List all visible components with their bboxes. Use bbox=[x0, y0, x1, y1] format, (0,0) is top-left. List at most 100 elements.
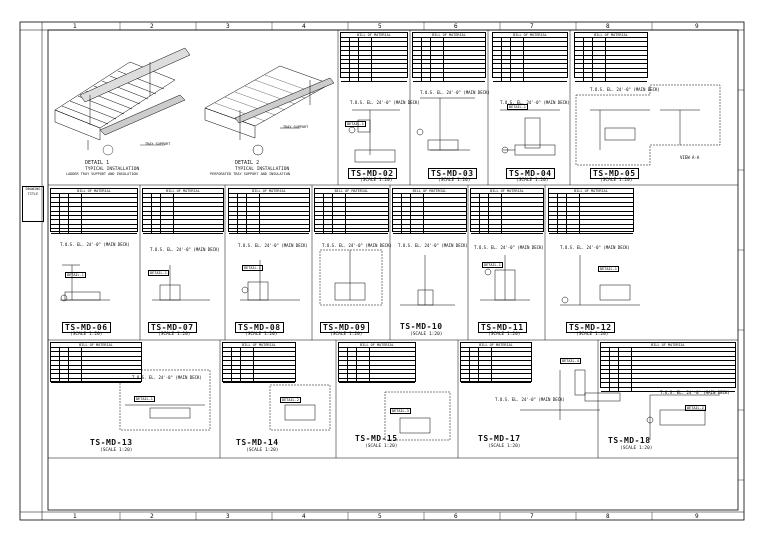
bom-cell bbox=[489, 194, 502, 198]
bom-row bbox=[51, 202, 137, 208]
bom-cell bbox=[143, 229, 152, 233]
zone-label-top-8: 8 bbox=[606, 23, 610, 30]
bom-cell bbox=[238, 207, 247, 211]
elev-label-13: T.O.S. EL. 24'-0" (MAIN DECK) bbox=[132, 375, 202, 380]
bom-row bbox=[51, 229, 137, 234]
bom-cell bbox=[601, 361, 610, 365]
bom-table-09: BILL OF MATERIAL bbox=[314, 188, 389, 234]
bom-row bbox=[223, 365, 295, 370]
bom-cell bbox=[601, 374, 610, 378]
bom-row bbox=[223, 378, 295, 384]
bom-cell bbox=[431, 42, 444, 46]
bom-cell bbox=[161, 220, 174, 224]
bom-cell bbox=[60, 356, 69, 361]
bom-cell bbox=[411, 211, 424, 215]
bom-cell bbox=[359, 68, 372, 73]
bom-row bbox=[493, 42, 567, 47]
bom-cell bbox=[359, 42, 372, 46]
bom-cell bbox=[593, 73, 606, 77]
bom-cell bbox=[558, 211, 567, 215]
bom-cell bbox=[470, 352, 479, 356]
bom-row bbox=[393, 229, 466, 234]
bom-cell bbox=[238, 202, 247, 207]
bom-cell bbox=[593, 64, 606, 68]
bom-row bbox=[601, 383, 735, 388]
detail-scale-09: (SCALE 1:20) bbox=[330, 332, 363, 337]
bom-cell bbox=[247, 224, 260, 229]
bom-row bbox=[223, 369, 295, 375]
bom-table-14: BILL OF MATERIAL bbox=[222, 342, 296, 384]
bom-cell bbox=[359, 59, 372, 64]
bom-row bbox=[339, 365, 415, 370]
bom-cell bbox=[493, 38, 502, 42]
bom-cell bbox=[324, 207, 333, 211]
bom-row bbox=[575, 59, 647, 65]
bom-row bbox=[549, 202, 633, 208]
bom-cell bbox=[238, 194, 247, 198]
bom-cell bbox=[232, 378, 241, 383]
bom-cell bbox=[489, 229, 502, 233]
bom-cell bbox=[422, 46, 431, 51]
detail-tag-17: TS-MD-17 bbox=[478, 434, 521, 443]
bom-cell bbox=[51, 211, 60, 215]
bom-cell bbox=[584, 59, 593, 64]
bom-cell bbox=[51, 369, 60, 374]
bom-row bbox=[143, 215, 223, 221]
bom-cell bbox=[619, 361, 632, 365]
bom-cell bbox=[393, 215, 402, 220]
bom-cell bbox=[324, 202, 333, 207]
bom-row bbox=[223, 352, 295, 357]
bom-cell bbox=[511, 73, 524, 77]
bom-cell bbox=[461, 356, 470, 361]
bom-row bbox=[601, 369, 735, 375]
bom-cell bbox=[69, 202, 82, 207]
bom-cell bbox=[502, 38, 511, 42]
bom-cell bbox=[341, 64, 350, 68]
bom-cell bbox=[461, 369, 470, 374]
bom-title: BILL OF MATERIAL bbox=[413, 33, 485, 38]
bom-cell bbox=[315, 202, 324, 207]
detail-scale-11: (SCALE 1:20) bbox=[488, 332, 521, 337]
bom-row bbox=[549, 207, 633, 212]
bom-cell bbox=[601, 383, 610, 387]
bom-cell bbox=[558, 198, 567, 202]
bom-row bbox=[315, 202, 388, 208]
detail-scale-17: (SCALE 1:20) bbox=[488, 444, 521, 449]
bom-cell bbox=[60, 194, 69, 198]
bom-cell bbox=[51, 202, 60, 207]
detail-tag-14: TS-MD-14 bbox=[236, 438, 279, 447]
bom-row bbox=[575, 73, 647, 78]
bom-cell bbox=[223, 352, 232, 356]
bom-cell bbox=[357, 374, 370, 378]
detail-2-label: DETAIL 2 bbox=[235, 160, 260, 166]
bom-row bbox=[393, 211, 466, 216]
bom-cell bbox=[143, 194, 152, 198]
bom-row bbox=[51, 224, 137, 230]
bom-cell bbox=[593, 77, 606, 81]
bom-title: BILL OF MATERIAL bbox=[575, 33, 647, 38]
bom-cell bbox=[393, 194, 402, 198]
detail-scale-12: (SCALE 1:20) bbox=[576, 332, 609, 337]
bom-row bbox=[575, 38, 647, 43]
elev-label-08: T.O.S. EL. 24'-0" (MAIN DECK) bbox=[238, 243, 308, 248]
bom-cell bbox=[601, 387, 610, 391]
bom-cell bbox=[470, 361, 479, 365]
bom-title: BILL OF MATERIAL bbox=[143, 189, 223, 194]
bom-row bbox=[471, 220, 543, 225]
bom-cell bbox=[339, 378, 348, 383]
bom-cell bbox=[549, 198, 558, 202]
bom-cell bbox=[51, 374, 60, 378]
bom-cell bbox=[502, 59, 511, 64]
bom-cell bbox=[575, 64, 584, 68]
bom-title: BILL OF MATERIAL bbox=[471, 189, 543, 194]
bom-cell bbox=[471, 198, 480, 202]
bom-cell bbox=[480, 229, 489, 233]
bom-cell bbox=[402, 198, 411, 202]
bom-cell bbox=[470, 356, 479, 361]
bom-cell bbox=[348, 348, 357, 352]
bom-cell bbox=[575, 46, 584, 51]
bom-cell bbox=[610, 387, 619, 391]
bom-cell bbox=[241, 378, 254, 383]
bom-cell bbox=[619, 378, 632, 383]
bom-cell bbox=[479, 361, 492, 365]
